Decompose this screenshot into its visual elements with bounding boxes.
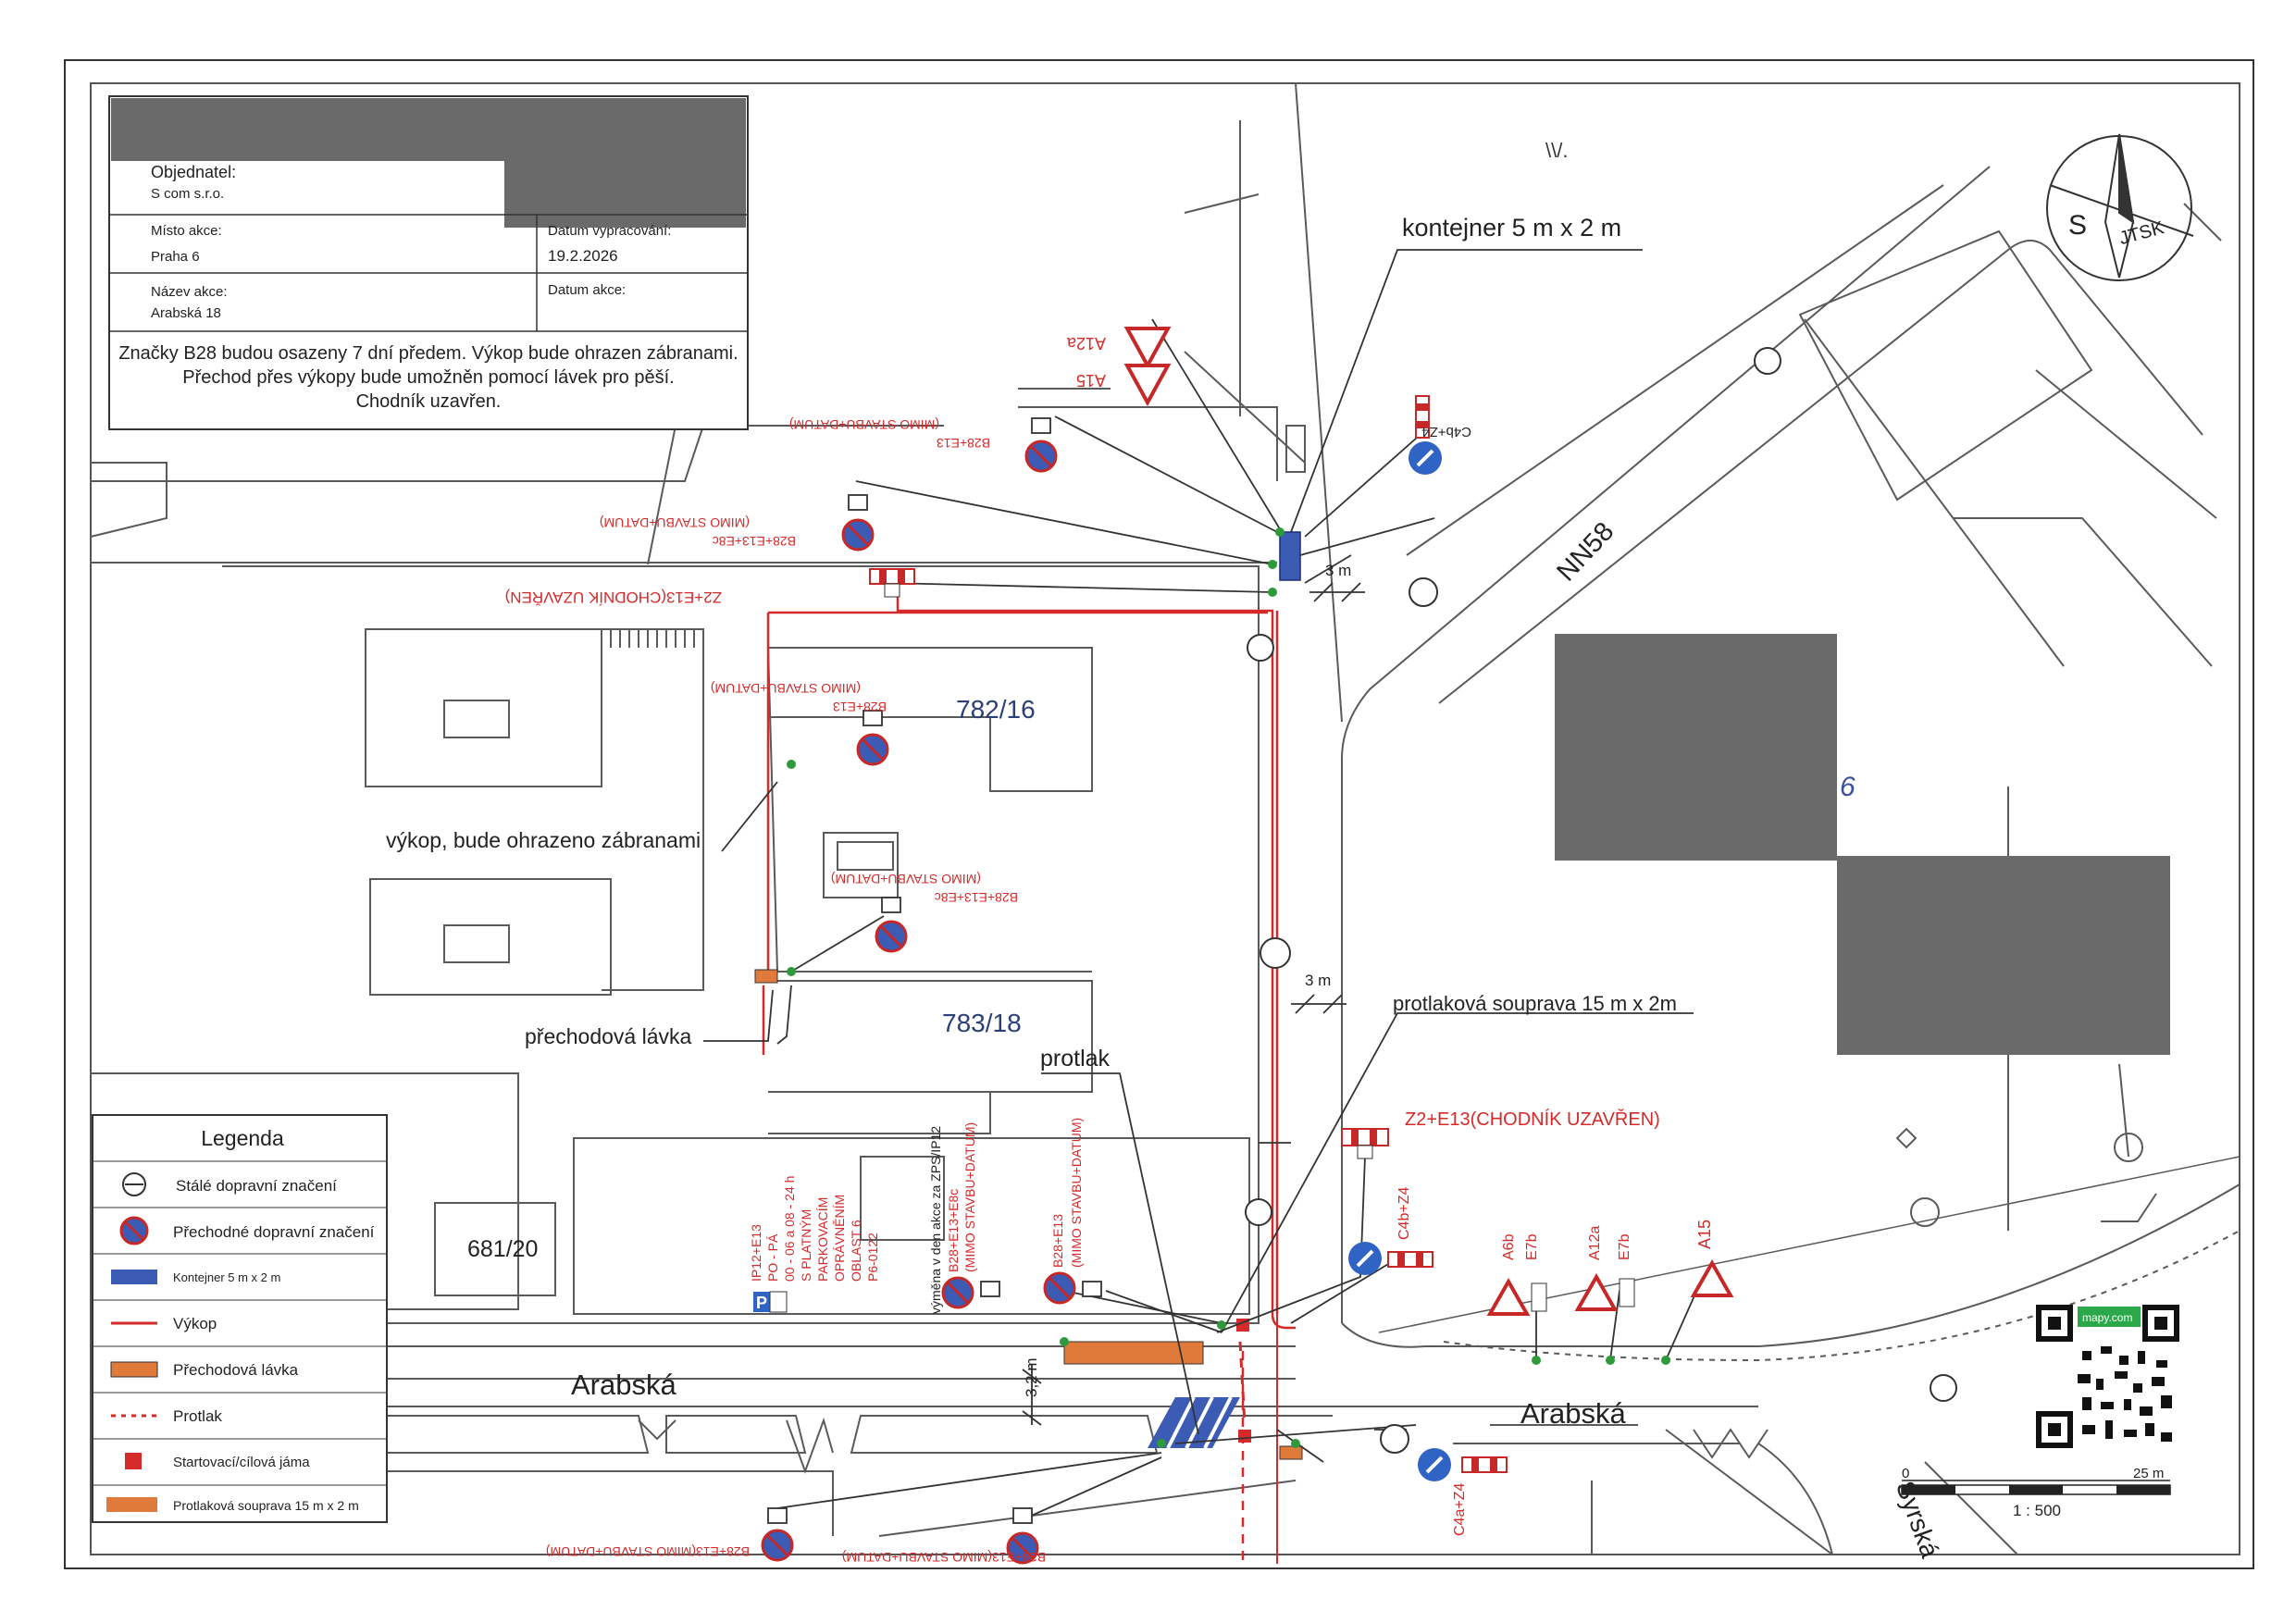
scale-zero: 0 xyxy=(1902,1466,1909,1481)
qr-code xyxy=(2036,1305,2179,1448)
sign-c4a-z4: C4a+Z4 xyxy=(1452,1483,1468,1536)
ip12-line-4: S PLATNÝM xyxy=(799,1209,813,1282)
dimension-marks xyxy=(1022,582,1365,1426)
label-push-set: protlaková souprava 15 m x 2m xyxy=(1393,992,1677,1015)
legend-item-push-set: Protlaková souprava 15 m x 2 m xyxy=(173,1498,359,1513)
sign-b28-bottom-right: B28+E13(MIMO STAVBU+DATUM) xyxy=(842,1550,1046,1565)
street-arabska-left: Arabská xyxy=(571,1369,676,1401)
crossing-plank-1 xyxy=(754,969,778,984)
legend-item-push: Protlak xyxy=(173,1407,222,1425)
vymena-line-2: B28+E13+E8c xyxy=(946,1189,961,1272)
sign-e7b-2: E7b xyxy=(1617,1233,1632,1260)
ip12-line-8: P6-0122 xyxy=(865,1233,880,1282)
legend-item-pit: Startovací/cílová jáma xyxy=(173,1455,310,1470)
crossing-plank-2 xyxy=(1279,1445,1303,1460)
north-s-label: S xyxy=(2068,210,2087,241)
street-arabska-right: Arabská xyxy=(1520,1397,1626,1430)
sign-a12a-top: A12a xyxy=(1066,334,1106,353)
inner-frame xyxy=(90,82,2240,1555)
handwritten-check: \\/. xyxy=(1545,139,1568,162)
note-line-3: Chodník uzavřen. xyxy=(356,391,502,412)
sign-b28-bottom-left: B28+E13(MIMO STAVBU+DATUM) xyxy=(546,1544,750,1559)
b28-bottom-mid-1: B28+E13 xyxy=(1050,1214,1065,1268)
base-map xyxy=(90,82,2240,1555)
sign-a6b: A6b xyxy=(1501,1233,1517,1260)
ip12-block: IP12+E13 PO - PÁ 00 - 06 a 08 - 24 h S P… xyxy=(749,1176,880,1282)
push-route xyxy=(1238,1341,1247,1426)
legend-item-permanent: Stálé dopravní značení xyxy=(176,1177,337,1195)
sign-a15-right: A15 xyxy=(1695,1220,1714,1249)
vymena-line-3: (MIMO STAVBU+DATUM) xyxy=(962,1122,977,1272)
permanent-signs xyxy=(1245,347,1957,1454)
sign-b28-top: B28+E13 xyxy=(937,436,990,451)
ip12-line-3: 00 - 06 a 08 - 24 h xyxy=(782,1176,797,1282)
dim-3m-b: 3 m xyxy=(1305,972,1331,989)
parcel-782-16: 782/16 xyxy=(956,695,1036,724)
end-pit xyxy=(1238,1430,1251,1443)
ip12-line-2: PO - PÁ xyxy=(765,1233,780,1282)
container-block xyxy=(1279,531,1301,581)
dim-32m: 3,2 m xyxy=(1023,1357,1040,1397)
legend-title: Legenda xyxy=(201,1126,284,1150)
legend-item-temporary: Přechodné dopravní značení xyxy=(173,1223,375,1241)
sign-b28-e8c-mid-sub: (MIMO STAVBU+DATUM) xyxy=(831,872,981,886)
legend-item-crossing: Přechodová lávka xyxy=(173,1361,299,1379)
parcel-681-20: 681/20 xyxy=(467,1236,538,1262)
redacted-area-2 xyxy=(1837,856,2170,1055)
place-label: Místo akce: xyxy=(151,223,222,239)
header-grid xyxy=(109,214,748,332)
green-points xyxy=(787,527,1670,1448)
blue-crossing xyxy=(1148,1396,1240,1449)
vymena-line-1: výměna v den akce za ZPS/IP12 xyxy=(928,1126,943,1314)
date-prepared-label: Datum vypracování: xyxy=(548,223,671,239)
note-line-1: Značky B28 budou osazeny 7 dní předem. V… xyxy=(118,343,738,364)
parking-p-glyph: P xyxy=(756,1294,767,1312)
sign-b28-top-sub: (MIMO STAVBU+DATUM) xyxy=(789,417,939,432)
legend-item-container: Kontejner 5 m x 2 m xyxy=(173,1270,280,1284)
sign-e7b-1: E7b xyxy=(1524,1233,1540,1260)
event-name-value: Arabská 18 xyxy=(151,305,221,321)
label-crossing: přechodová lávka xyxy=(525,1024,691,1048)
sign-z2-right: Z2+E13(CHODNÍK UZAVŘEN) xyxy=(1405,1109,1660,1130)
sign-c4b-right: C4b+Z4 xyxy=(1396,1187,1412,1240)
sign-b28-e8c-top: B28+E13+E8c xyxy=(713,534,796,549)
redacted-area-1 xyxy=(1555,634,1837,861)
ip12-line-5: PARKOVACÍM xyxy=(815,1197,830,1282)
event-date-label: Datum akce: xyxy=(548,282,626,298)
sign-z2-top: Z2+E13(CHODNÍK UZAVŘEN) xyxy=(505,588,722,606)
temporary-signs: P xyxy=(753,327,1734,1565)
legend-item-excavation: Výkop xyxy=(173,1315,217,1332)
client-value: S com s.r.o. xyxy=(151,186,224,202)
sign-b28-mid-sub: (MIMO STAVBU+DATUM) xyxy=(711,681,861,696)
label-container: kontejner 5 m x 2 m xyxy=(1402,214,1621,242)
date-prepared-value: 19.2.2026 xyxy=(548,247,618,265)
header-redaction xyxy=(111,98,746,228)
scale-max: 25 m xyxy=(2133,1466,2164,1481)
sign-c4b-top: C4b+Z4 xyxy=(1421,424,1471,440)
handwritten-6: 6 xyxy=(1840,772,1855,802)
ip12-line-6: OPRÁVNĚNÍM xyxy=(832,1195,847,1282)
event-name-label: Název akce: xyxy=(151,284,228,300)
sign-a12a-right: A12a xyxy=(1587,1226,1603,1260)
client-label: Objednatel: xyxy=(151,163,236,181)
parcel-783-18: 783/18 xyxy=(942,1009,1022,1037)
b28-bottom-mid-2: (MIMO STAVBU+DATUM) xyxy=(1069,1118,1084,1268)
note-line-2: Přechod přes výkopy bude umožněn pomocí … xyxy=(182,367,674,388)
ip12-line-1: IP12+E13 xyxy=(749,1224,763,1282)
sign-b28-e8c-mid: B28+E13+E8c xyxy=(935,890,1018,905)
ip12-line-7: OBLAST 6 xyxy=(849,1220,863,1282)
sign-a15-top: A15 xyxy=(1076,371,1106,390)
label-push: protlak xyxy=(1040,1046,1111,1072)
place-value: Praha 6 xyxy=(151,249,200,265)
sign-b28-e8c-top-sub: (MIMO STAVBU+DATUM) xyxy=(600,515,750,530)
scale-ratio: 1 : 500 xyxy=(2013,1502,2061,1519)
north-arrow xyxy=(2046,133,2194,281)
sign-b28-mid: B28+E13 xyxy=(833,700,887,714)
qr-brand: mapy.com xyxy=(2082,1311,2132,1324)
legend-box xyxy=(92,1114,388,1523)
label-excavation: výkop, bude ohrazeno zábranami xyxy=(386,828,701,852)
dim-3m-a: 3 m xyxy=(1325,562,1351,579)
scale-bar xyxy=(1901,1480,2171,1495)
